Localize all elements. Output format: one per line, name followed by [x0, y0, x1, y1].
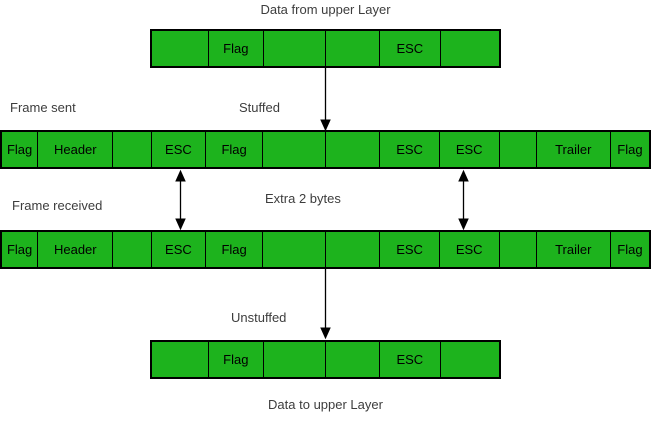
cell-esc: ESC — [151, 132, 207, 167]
cell-data — [499, 232, 537, 267]
cell-data — [326, 342, 381, 377]
cell-flag: Flag — [206, 132, 263, 167]
cell-data — [113, 132, 152, 167]
cell-esc: ESC — [380, 31, 441, 66]
unstuffed-down-arrow-icon — [320, 268, 331, 340]
cell-data — [262, 232, 326, 267]
cell-flag: Flag — [610, 232, 649, 267]
cell-data — [262, 132, 326, 167]
cell-flag: Flag — [2, 132, 39, 167]
unstuffed-label: Unstuffed — [231, 310, 287, 325]
cell-data — [325, 132, 381, 167]
cell-flag: Flag — [208, 31, 265, 66]
stuffed-down-arrow-icon — [320, 68, 331, 132]
cell-flag: Flag — [208, 342, 265, 377]
cell-data — [264, 31, 327, 66]
cell-data — [326, 31, 381, 66]
cell-esc: ESC — [380, 232, 440, 267]
stuffed-label: Stuffed — [239, 100, 280, 115]
frame-sent-label: Frame sent — [10, 100, 76, 115]
cell-esc: ESC — [380, 132, 440, 167]
cell-data — [440, 342, 499, 377]
cell-flag: Flag — [2, 232, 39, 267]
data-from-upper-layer-bar: Flag ESC — [150, 29, 501, 68]
cell-trailer: Trailer — [536, 132, 611, 167]
bottom-title: Data to upper Layer — [268, 397, 383, 412]
cell-header: Header — [38, 132, 114, 167]
cell-data — [264, 342, 327, 377]
cell-esc: ESC — [439, 232, 500, 267]
cell-flag: Flag — [206, 232, 263, 267]
cell-esc: ESC — [151, 232, 207, 267]
cell-flag: Flag — [610, 132, 649, 167]
cell-trailer: Trailer — [536, 232, 611, 267]
extra-byte-double-arrow-icon-left — [175, 169, 186, 231]
top-title: Data from upper Layer — [260, 2, 391, 17]
cell-data — [440, 31, 499, 66]
data-to-upper-layer-bar: Flag ESC — [150, 340, 501, 379]
cell-data — [499, 132, 537, 167]
cell-data — [152, 342, 209, 377]
cell-data — [113, 232, 152, 267]
cell-data — [152, 31, 209, 66]
cell-data — [325, 232, 381, 267]
extra-2-bytes-label: Extra 2 bytes — [265, 191, 341, 206]
frame-received-label: Frame received — [12, 198, 103, 213]
cell-header: Header — [38, 232, 114, 267]
extra-byte-double-arrow-icon-right — [458, 169, 469, 231]
cell-esc: ESC — [439, 132, 500, 167]
cell-esc: ESC — [380, 342, 441, 377]
